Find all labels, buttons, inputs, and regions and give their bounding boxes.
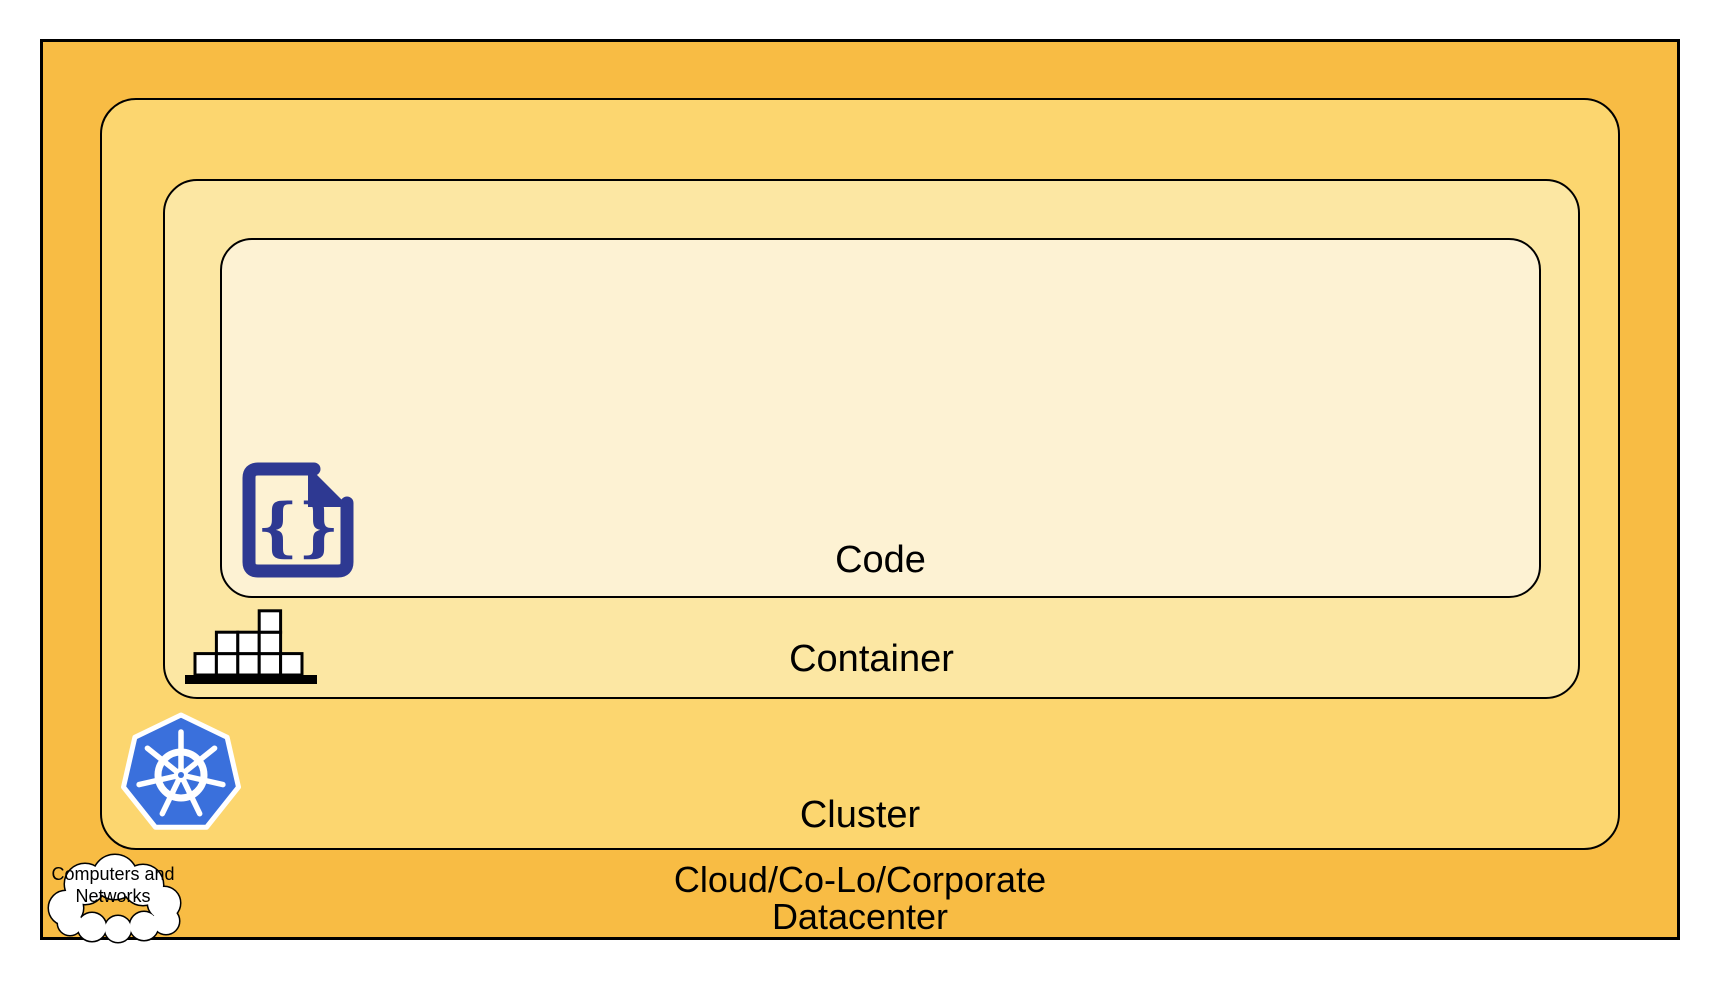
datacenter-layer-box: {} Code	[40, 39, 1680, 944]
datacenter-label-line2: Datacenter	[771, 896, 949, 937]
code-file-icon: {}	[238, 460, 358, 580]
cluster-layer-box: {} Code	[100, 98, 1620, 850]
document-outline	[242, 462, 354, 578]
cloud-label: Computers and Networks	[40, 863, 186, 907]
folded-corner	[308, 466, 349, 507]
braces-glyph: {}	[257, 490, 339, 565]
kubernetes-helm-icon	[117, 712, 245, 834]
base-bar	[185, 675, 317, 684]
container-label: Container	[789, 638, 954, 680]
cloud-fill	[49, 855, 180, 942]
container-layer-box: {} Code	[163, 179, 1580, 699]
cluster-label: Cluster	[799, 794, 921, 836]
code-layer-box: {} Code	[220, 238, 1541, 598]
code-file-icon-svg: {}	[242, 462, 354, 578]
datacenter-label: Cloud/Co-Lo/Corporate Datacenter	[43, 861, 1677, 935]
datacenter-label-line1: Cloud/Co-Lo/Corporate	[673, 859, 1047, 900]
cloud-icon: Computers and Networks	[40, 851, 186, 944]
helm-rim	[154, 748, 208, 802]
code-label: Code	[835, 539, 926, 581]
cloud-icon-svg	[47, 853, 182, 944]
kubernetes-helm-icon-svg	[121, 712, 241, 830]
container-blocks-icon-svg	[185, 609, 317, 684]
cloud-label-line1: Computers and	[51, 864, 175, 884]
cloud-label-line2: Networks	[75, 886, 151, 906]
container-blocks-icon	[185, 609, 317, 685]
helm-hub-center	[178, 772, 184, 778]
